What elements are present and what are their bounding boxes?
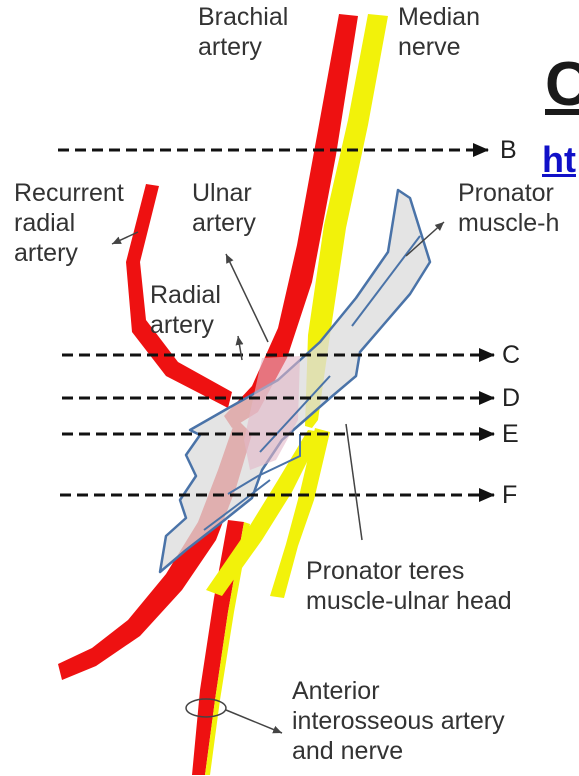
- level-label-e: E: [502, 421, 519, 447]
- label-brachial-artery: Brachial artery: [198, 2, 288, 62]
- label-ulnar-artery: Ulnar artery: [192, 178, 256, 238]
- link-fragment[interactable]: ht: [542, 140, 576, 180]
- overlap-tint: [244, 356, 300, 470]
- label-recurrent-radial-artery: Recurrent radial artery: [14, 178, 124, 268]
- level-label-c: C: [502, 342, 520, 368]
- level-label-f: F: [502, 482, 517, 508]
- level-label-b: B: [500, 137, 517, 163]
- leader-interosseous: [226, 710, 282, 733]
- leader-pronator-ulnar: [346, 424, 362, 540]
- level-label-d: D: [502, 385, 520, 411]
- label-median-nerve: Median nerve: [398, 2, 480, 62]
- label-anterior-interosseous: Anterior interosseous artery and nerve: [292, 676, 505, 766]
- label-radial-artery: Radial artery: [150, 280, 221, 340]
- label-pronator-ulnar-head: Pronator teres muscle-ulnar head: [306, 556, 512, 616]
- slide-title-fragment: C: [545, 50, 579, 120]
- label-pronator-humeral-head: Pronator muscle-h: [458, 178, 559, 238]
- leader-ulnar-artery: [226, 254, 268, 342]
